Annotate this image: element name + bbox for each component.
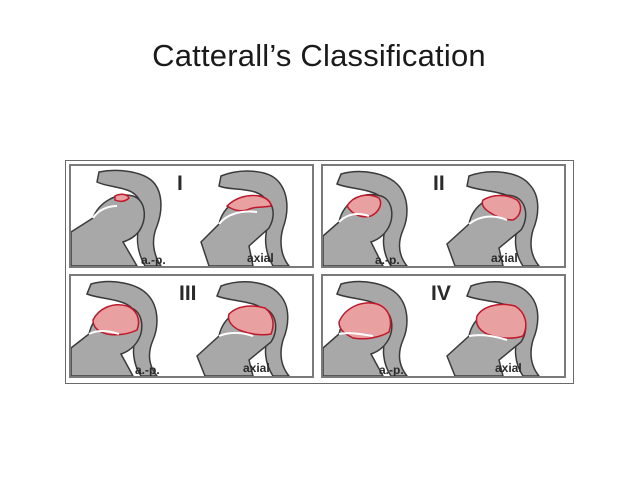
panel-group-3: a.-p. III axial	[69, 274, 314, 378]
group-2-illustration: a.-p.	[323, 170, 540, 267]
group-4-ap-hip	[323, 280, 408, 376]
panel-group-1: a.-p. I axial	[69, 164, 314, 268]
group-1-left-view-label: a.-p.	[141, 253, 166, 267]
group-3-ap-hip	[71, 280, 158, 376]
group-3-axial-hip	[196, 281, 290, 376]
group-1-axial-hip	[200, 170, 290, 266]
group-2-numeral: II	[433, 172, 445, 195]
group-3-left-view-label: a.-p.	[135, 363, 160, 377]
panel-group-2: a.-p. II axial	[321, 164, 566, 268]
group-1-illustration: a.-p.	[71, 169, 290, 267]
catterall-figure: a.-p. I axial a.-p.	[65, 160, 574, 384]
group-1-right-view-label: axial	[247, 251, 274, 265]
group-4-right-view-label: axial	[495, 361, 522, 375]
group-1-ap-hip	[71, 169, 162, 266]
group-4-numeral: IV	[431, 282, 451, 305]
group-3-illustration: a.-p.	[71, 280, 290, 377]
group-4-illustration: a.-p.	[323, 280, 540, 377]
panel-group-4: a.-p. IV axial	[321, 274, 566, 378]
group-4-left-view-label: a.-p.	[379, 363, 404, 377]
group-3-right-view-label: axial	[243, 361, 270, 375]
group-2-axial-hip	[446, 171, 540, 266]
group-2-ap-hip	[323, 170, 408, 266]
group-1-numeral: I	[177, 172, 183, 195]
slide-title: Catterall’s Classification	[152, 38, 486, 73]
group-4-axial-hip	[446, 281, 540, 376]
group-2-right-view-label: axial	[491, 251, 518, 265]
group-3-numeral: III	[179, 282, 197, 305]
group-2-left-view-label: a.-p.	[375, 253, 400, 267]
